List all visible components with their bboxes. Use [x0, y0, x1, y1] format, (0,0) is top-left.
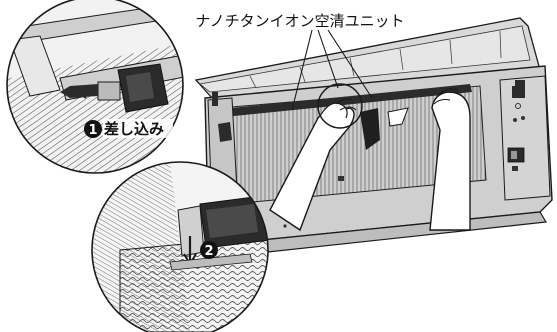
step-1-number: 1 — [88, 123, 97, 138]
detail-circle-attach — [91, 161, 269, 332]
detail-circle-insert — [6, 0, 184, 174]
step-1-marker: 1 差し込み — [84, 119, 173, 138]
step-2-number: 2 — [204, 244, 213, 259]
callout-leader-lines — [291, 29, 373, 111]
detail-highlight-circle — [317, 83, 363, 129]
step-2-marker: 2 — [200, 241, 218, 259]
left-hand — [269, 98, 357, 232]
right-hand — [429, 88, 471, 231]
step-1-label: 差し込み — [104, 120, 164, 138]
unit-name-label: ナノチタンイオン空清ユニット — [195, 12, 404, 30]
